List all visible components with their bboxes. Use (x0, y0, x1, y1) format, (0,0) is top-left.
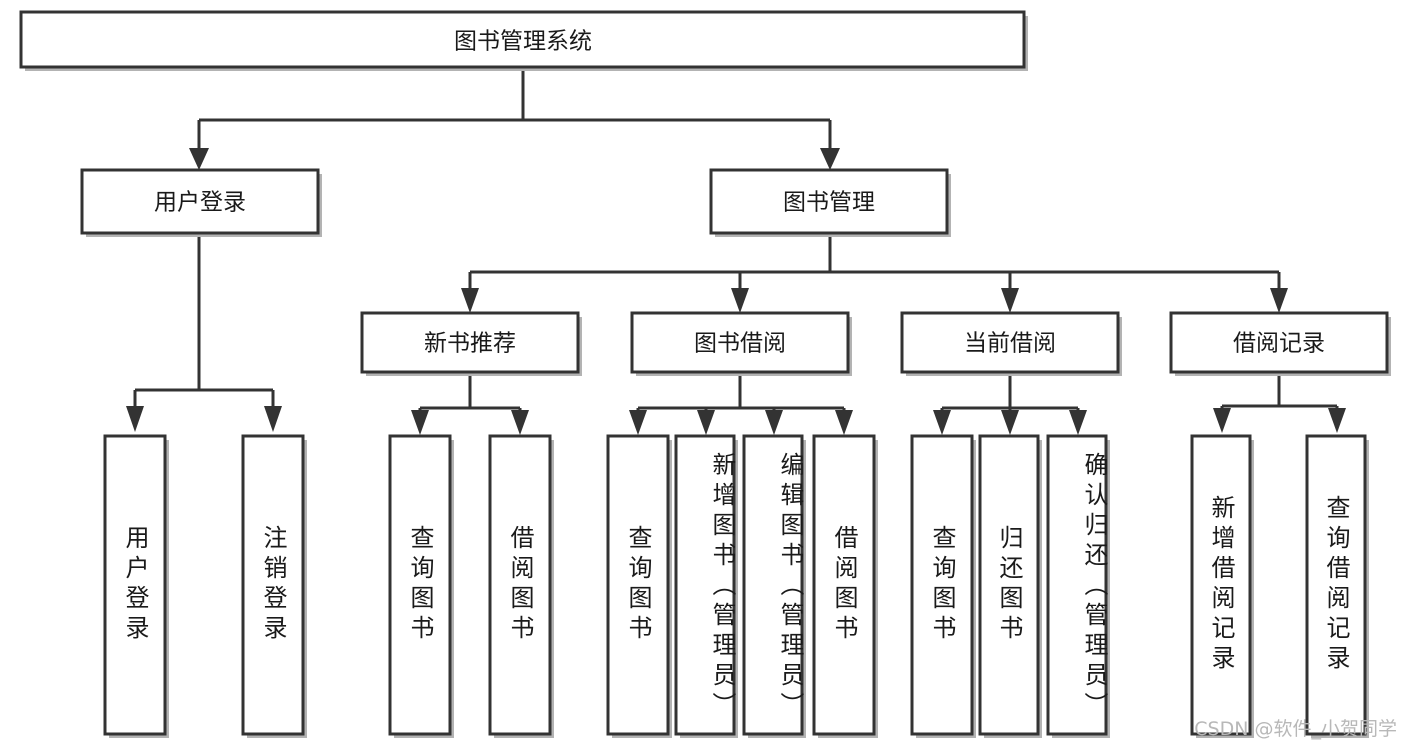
arrow-head-leaf-8 (835, 410, 853, 435)
leaf-7-rect (742, 434, 804, 736)
arrow-head-leaf-2 (264, 406, 282, 432)
book-borrow-label: 图书借阅 (694, 331, 786, 357)
edges-layer (126, 68, 1346, 435)
leaf-node-12[interactable] (1190, 434, 1254, 738)
leaf-node-5[interactable] (606, 434, 672, 738)
arrow-head-book-borrow (731, 288, 749, 313)
csdn-watermark: CSDN @软件_小贺同学 (1194, 718, 1397, 740)
leaf-2-rect (241, 434, 305, 736)
leaf-8-rect (812, 434, 876, 736)
arrow-head-leaf-4 (511, 410, 529, 435)
arrow-head-leaf-7 (765, 410, 783, 435)
leaf-node-8[interactable] (812, 434, 878, 738)
root-label: 图书管理系统 (454, 29, 592, 55)
leaf-node-6[interactable] (674, 434, 738, 738)
leaf-node-13[interactable] (1305, 434, 1369, 738)
leaf-3-rect (388, 434, 452, 736)
arrow-head-borrow-record (1270, 288, 1288, 313)
leaf-9-rect (910, 434, 974, 736)
arrow-head-current-borrow (1001, 288, 1019, 313)
leaf-1-rect (103, 434, 167, 736)
leaf-4-rect (488, 434, 552, 736)
arrow-head-book-mgmt (820, 148, 840, 170)
arrow-head-leaf-13 (1328, 408, 1346, 433)
leaf-6-rect (674, 434, 736, 736)
arrow-head-leaf-1 (126, 406, 144, 432)
book-management-label: 图书管理 (783, 190, 875, 216)
arrow-head-leaf-11 (1069, 410, 1087, 435)
node-user-login[interactable]: 用户登录 (80, 168, 322, 237)
leaf-11-rect (1046, 434, 1108, 736)
leaf-node-4[interactable] (488, 434, 554, 738)
leaf-12-rect (1190, 434, 1252, 736)
node-book-management[interactable]: 图书管理 (709, 168, 951, 237)
arrow-head-leaf-6 (697, 410, 715, 435)
current-borrow-label: 当前借阅 (964, 331, 1056, 357)
leaf-node-11[interactable] (1046, 434, 1110, 738)
book-management-rect (709, 168, 949, 235)
borrow-record-rect (1169, 311, 1389, 374)
new-book-recommend-label: 新书推荐 (424, 331, 516, 357)
arrow-head-new-book-rec (461, 288, 479, 313)
node-borrow-record[interactable]: 借阅记录 (1169, 311, 1391, 376)
user-login-rect (80, 168, 320, 235)
leaf-10-rect (978, 434, 1040, 736)
user-login-label: 用户登录 (154, 190, 246, 216)
leaf-node-10[interactable] (978, 434, 1042, 738)
arrow-head-leaf-3 (411, 410, 429, 435)
book-borrow-rect (630, 311, 850, 374)
node-root[interactable]: 图书管理系统 (19, 10, 1028, 71)
leaf-node-9[interactable] (910, 434, 976, 738)
new-book-recommend-rect (360, 311, 580, 374)
leaf-node-3[interactable] (388, 434, 454, 738)
node-book-borrow[interactable]: 图书借阅 (630, 311, 852, 376)
node-current-borrow[interactable]: 当前借阅 (900, 311, 1122, 376)
arrow-head-user-login (189, 148, 209, 170)
leaf-13-rect (1305, 434, 1367, 736)
arrow-head-leaf-5 (629, 410, 647, 435)
arrow-head-leaf-10 (1001, 410, 1019, 435)
root-rect (19, 10, 1026, 69)
leaf-5-rect (606, 434, 670, 736)
borrow-record-label: 借阅记录 (1233, 331, 1325, 357)
current-borrow-rect (900, 311, 1120, 374)
leaf-node-7[interactable] (742, 434, 806, 738)
arrow-head-leaf-9 (933, 410, 951, 435)
node-new-book-recommend[interactable]: 新书推荐 (360, 311, 582, 376)
leaf-node-2[interactable] (241, 434, 307, 738)
arrow-head-leaf-12 (1213, 408, 1231, 433)
leaf-node-1[interactable] (103, 434, 169, 738)
